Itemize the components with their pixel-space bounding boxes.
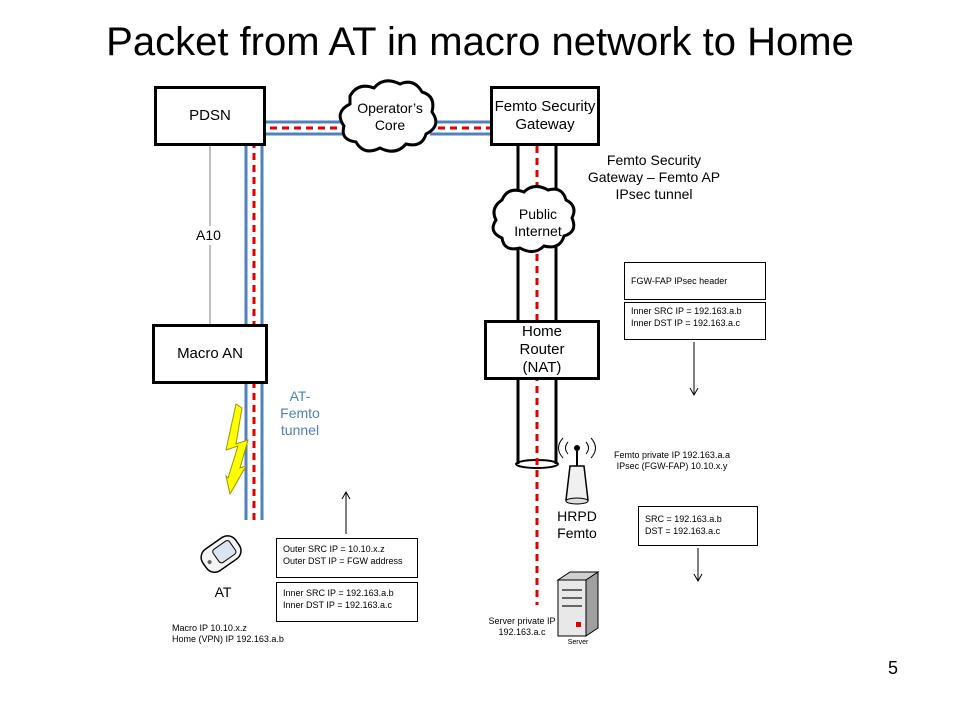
femto-info-label: Femto private IP 192.163.a.a IPsec (FGW-… [614,450,730,471]
inner-header-box: Inner SRC IP = 192.163.a.b Inner DST IP … [276,582,418,622]
fgw-inner-header-box: Inner SRC IP = 192.163.a.b Inner DST IP … [624,302,766,340]
ipsec-tunnel-label: Femto Security Gateway – Femto AP IPsec … [587,152,721,202]
server-icon-label: Server [567,639,589,646]
public-internet-label: Public Internet [514,206,562,239]
operators-core-label: Operator’s Core [357,100,423,133]
header-arrows [341,342,703,583]
at-femto-tunnel-lines [244,120,494,520]
hrpd-femto-icon [558,437,596,505]
pdsn-box: PDSN [154,86,266,146]
wireless-lightning [225,403,249,496]
server-icon [556,571,600,637]
femto-security-gateway-box: Femto Security Gateway [490,86,600,146]
page-number: 5 [888,658,899,678]
home-router-box: Home Router (NAT) [484,320,600,380]
operators-core-cloud [338,79,438,153]
slide-title: Packet from AT in macro network to Home [106,20,854,64]
hrpd-femto-label: HRPD Femto [557,508,597,541]
macro-info-label: Macro IP 10.10.x.z Home (VPN) IP 192.163… [172,623,284,644]
macro-an-box: Macro AN [152,324,268,384]
at-femto-tunnel-label: AT- Femto tunnel [280,388,320,438]
outer-header-box: Outer SRC IP = 10.10.x.z Outer DST IP = … [276,538,418,578]
a10-label: A10 [196,226,221,245]
at-phone-icon [200,535,242,573]
final-header-box: SRC = 192.163.a.b DST = 192.163.a.c [638,506,758,546]
at-label: AT [214,584,232,600]
server-info-label: Server private IP 192.163.a.c [488,616,556,637]
fgw-fap-header-box: FGW-FAP IPsec header [624,262,766,300]
public-internet-cloud [491,185,576,253]
